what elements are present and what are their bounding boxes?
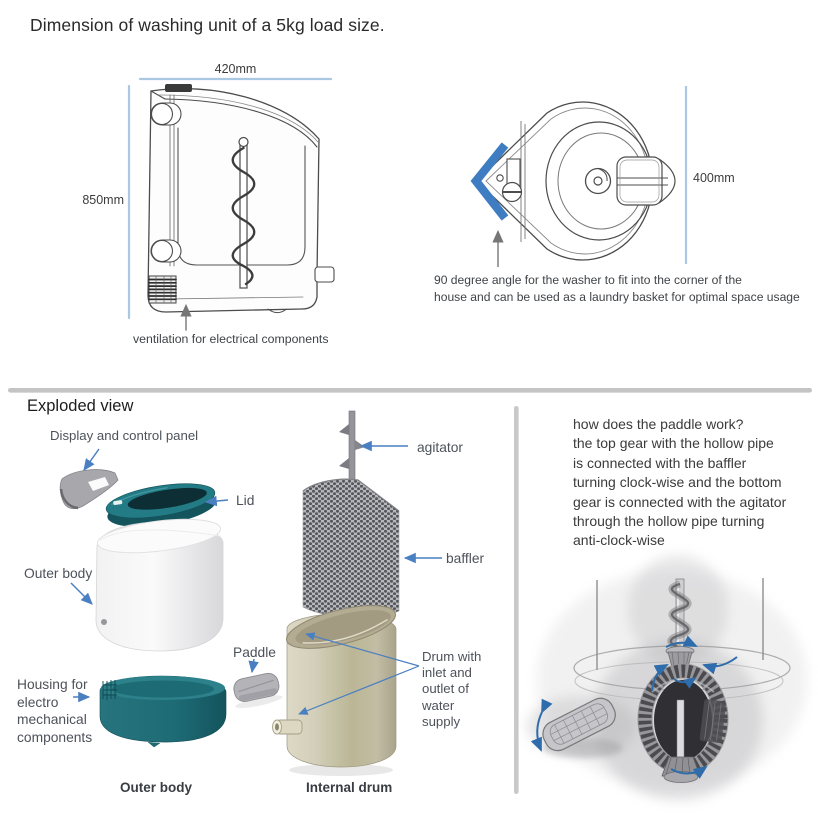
outer-body-part xyxy=(95,518,224,652)
vertical-divider xyxy=(514,406,519,794)
top-gear xyxy=(665,646,695,672)
blue-90deg-chevron xyxy=(470,142,509,221)
label-housing: Housing for electro mechanical component… xyxy=(17,677,93,746)
paddle-arrow xyxy=(248,658,259,674)
rotation-arrows xyxy=(530,635,738,779)
exploded-view-heading: Exploded view xyxy=(27,397,134,415)
page-title: Dimension of washing unit of a 5kg load … xyxy=(30,15,385,35)
front-view-drawing xyxy=(127,77,335,331)
housing-part xyxy=(99,675,227,748)
label-agitator: agitator xyxy=(417,440,464,455)
horizontal-divider xyxy=(8,388,812,393)
center-rotation-arrow xyxy=(673,676,697,689)
paddle-explanation-text: how does the paddle work? the top gear w… xyxy=(573,416,787,549)
label-lid: Lid xyxy=(236,493,255,508)
front-height-label: 850mm xyxy=(82,193,124,207)
agitator-front-view xyxy=(231,136,256,289)
display-panel-arrow xyxy=(83,448,100,471)
lower-knob xyxy=(150,239,182,263)
drum-top-arrow xyxy=(305,632,420,667)
caption-outer-body: Outer body xyxy=(120,780,193,795)
washer-body-outline xyxy=(147,88,320,313)
handle-latch xyxy=(616,156,676,206)
drum-pipe-arrow xyxy=(298,665,420,715)
bottom-gear xyxy=(661,756,701,783)
label-baffler: baffler xyxy=(446,551,485,566)
left-rotation-arrow xyxy=(651,664,669,692)
label-display-panel: Display and control panel xyxy=(50,428,199,443)
label-paddle: Paddle xyxy=(233,645,276,660)
display-panel-part xyxy=(59,469,119,510)
lid-part xyxy=(105,483,217,527)
label-arrows xyxy=(70,440,442,715)
exploded-view-drawing xyxy=(59,410,442,776)
corner-compartment-details xyxy=(496,158,523,203)
ventilation-grille xyxy=(148,275,177,304)
internal-drum-part xyxy=(272,605,397,776)
upper-knob xyxy=(150,102,182,126)
label-outer-body: Outer body xyxy=(24,566,93,581)
ventilation-note: ventilation for electrical components xyxy=(133,332,329,346)
paddle-updown-arrow xyxy=(530,698,553,752)
top-cap xyxy=(165,84,192,92)
front-width-label: 420mm xyxy=(214,62,257,76)
top-depth-label: 400mm xyxy=(693,171,735,185)
top-gear-rotation-arrow xyxy=(665,635,698,648)
gear-housing-slab xyxy=(699,699,727,743)
paddle-part xyxy=(233,672,283,709)
label-drum: Drum with inlet and outlet of water supp… xyxy=(422,649,482,729)
caption-internal-drum: Internal drum xyxy=(306,780,393,795)
top-view-drawing xyxy=(470,86,688,267)
side-tab xyxy=(314,266,335,283)
corner-angle-note: 90 degree angle for the washer to fit in… xyxy=(434,273,800,304)
gear-mechanism-illustration xyxy=(527,555,807,800)
paddle-sketch xyxy=(542,697,616,752)
rim-rotation-arrow xyxy=(702,656,738,675)
center-hub-glyph xyxy=(584,167,612,195)
outer-body-arrow xyxy=(70,582,93,605)
lid-arrow xyxy=(204,495,229,507)
bottom-gear-rotation-arrow xyxy=(670,765,708,779)
baffler-part xyxy=(302,478,400,618)
